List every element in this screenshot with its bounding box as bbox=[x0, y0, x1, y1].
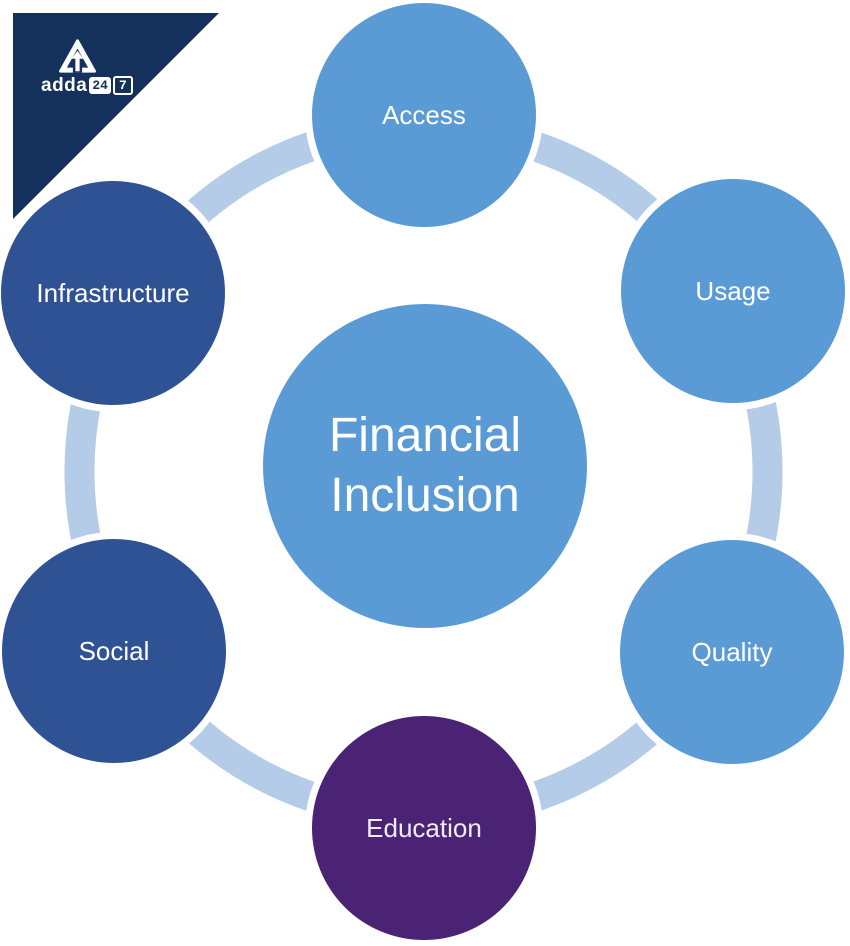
badge-7: 7 bbox=[112, 76, 133, 95]
node-quality-label: Quality bbox=[691, 636, 773, 667]
node-education: Education bbox=[312, 716, 536, 940]
node-social: Social bbox=[2, 539, 226, 763]
badge-24: 24 bbox=[89, 77, 111, 94]
node-social-label: Social bbox=[78, 635, 150, 666]
adda247-triangle-arrow-icon bbox=[59, 39, 96, 73]
corner-banner-triangle bbox=[13, 13, 219, 219]
node-infrastructure: Infrastructure bbox=[1, 181, 225, 405]
center-node-financial-inclusion: Financial Inclusion bbox=[263, 304, 587, 628]
brand-text: adda bbox=[41, 75, 88, 96]
node-usage: Usage bbox=[621, 179, 845, 403]
node-infrastructure-label: Infrastructure bbox=[36, 277, 190, 308]
center-node-label: Financial Inclusion bbox=[328, 408, 522, 522]
corner-banner bbox=[13, 13, 219, 219]
node-usage-label: Usage bbox=[695, 275, 771, 306]
node-quality: Quality bbox=[620, 540, 844, 764]
node-access-label: Access bbox=[382, 99, 466, 130]
adda247-wordmark: adda 24 7 bbox=[41, 76, 133, 95]
node-education-label: Education bbox=[366, 812, 482, 843]
node-access: Access bbox=[312, 3, 536, 227]
